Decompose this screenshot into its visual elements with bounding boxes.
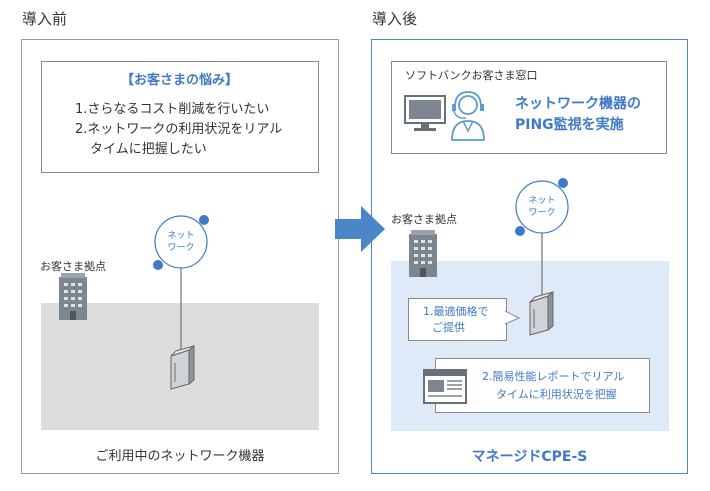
product-name: マネージドCPE-S [471,449,588,465]
after-heading: 導入後 [372,10,418,28]
before-network-label-line-1: ネット [167,231,195,241]
support-window-label: ソフトバンクお客さま窓口 [405,69,538,82]
before-network-node-1 [199,215,209,225]
before-network-node-2 [153,260,163,270]
after-network-label-line-2: ワーク [528,208,556,218]
after-network-label: ネット ワーク [521,195,563,219]
after-network-ring [515,180,569,234]
operator-icon [451,91,485,141]
point1-line-1: 1.最適価格で [423,305,489,318]
after-network-label-line-1: ネット [528,196,556,206]
point2-line-1: 2.簡易性能レポートでリアル [482,370,625,383]
after-network-node-2 [515,226,525,236]
point1-callout: 1.最適価格で ご提供 [408,298,507,341]
before-device-caption: ご利用中のネットワーク機器 [95,449,265,464]
concern-item-3: タイムに把握したい [90,142,207,157]
before-network-label-line-2: ワーク [167,243,195,253]
after-network-node-1 [558,178,568,188]
point1-callout-tail [505,310,521,325]
before-network-label: ネット ワーク [160,230,202,254]
before-router-icon [170,344,195,390]
before-heading: 導入前 [22,10,68,28]
before-building-icon [59,273,87,320]
before-network-ring [154,215,208,269]
report-window-icon [423,369,467,404]
after-site-label: お客さま拠点 [391,213,457,226]
after-panel [371,39,688,474]
point2-box: 2.簡易性能レポートでリアル タイムに利用状況を把握 [435,358,650,413]
support-window-box: ソフトバンクお客さま窓口 ネットワーク機器の PING監視を実施 [391,61,667,154]
point2-line-2: タイムに利用状況を把握 [496,388,617,401]
monitor-text-2: PING監視を実施 [515,117,624,133]
before-panel [21,39,339,474]
monitor-text-1: ネットワーク機器の [515,96,641,112]
after-router-icon [529,290,554,336]
before-site-label: お客さま拠点 [40,260,106,273]
concern-item-1: 1.さらなるコスト削減を行いたい [75,102,270,117]
concern-item-2: 2.ネットワークの利用状況をリアル [75,122,283,137]
concern-box: 【お客さまの悩み】 1.さらなるコスト削減を行いたい 2.ネットワークの利用状況… [41,61,319,173]
point1-line-2: ご提供 [432,321,465,334]
monitor-icon [404,95,446,131]
transition-arrow-icon [335,206,385,252]
concern-title: 【お客さまの悩み】 [120,73,238,88]
after-building-icon [409,230,437,277]
